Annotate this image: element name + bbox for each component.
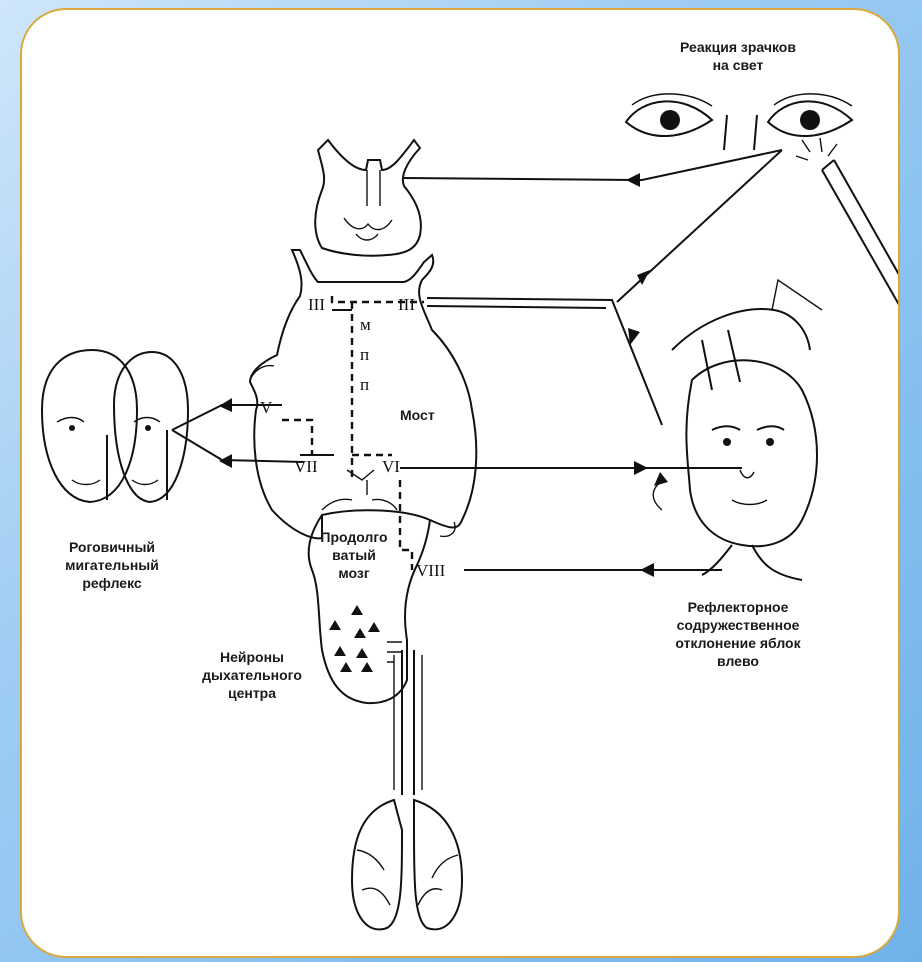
corneal-reflex-label-line1: Роговичный (69, 539, 155, 555)
resp-neurons-label-line3: центра (228, 685, 276, 701)
midbrain-shape (315, 140, 421, 256)
slide-frame: Реакция зрачков на свет Роговичный мигат… (10, 5, 912, 957)
nerve-vii-label: VII (294, 457, 318, 476)
nerve-iii-right-label: III (398, 295, 415, 314)
diagram-card: Реакция зрачков на свет Роговичный мигат… (20, 8, 900, 958)
pupil-reaction-label-line1: Реакция зрачков (680, 39, 796, 55)
eye-deviation-label-line2: содружественное (677, 617, 800, 633)
mlf-letter-3: п (360, 375, 369, 394)
pons-label: Мост (400, 407, 435, 423)
nerve-viii-label: VIII (416, 561, 446, 580)
lungs-shape (352, 650, 462, 929)
resp-neurons-label-line2: дыхательного (202, 667, 302, 683)
penlight-icon (796, 138, 900, 310)
eye-deviation-label-line4: влево (717, 653, 759, 669)
reflex-pathways-diagram: Реакция зрачков на свет Роговичный мигат… (22, 10, 900, 958)
corneal-reflex-label-line3: рефлекс (82, 575, 142, 591)
corneal-reflex-label-line2: мигательный (65, 557, 159, 573)
eye-deviation-label-line3: отклонение яблок (675, 635, 801, 651)
medulla-label-line1: Продолго (320, 529, 387, 545)
medulla-label-line3: мозг (338, 565, 369, 581)
corneal-faces-illustration (42, 350, 188, 502)
examined-head-illustration (653, 280, 822, 580)
nerve-iii-left-label: III (308, 295, 325, 314)
nerve-v-label: V (260, 398, 273, 417)
eyes-illustration (626, 94, 852, 150)
eye-deviation-label-line1: Рефлекторное (688, 599, 789, 615)
pupil-reaction-label-line2: на свет (713, 57, 764, 73)
medulla-label-line2: ватый (332, 547, 376, 563)
mlf-letter-1: м (360, 315, 371, 334)
mlf-letter-2: п (360, 345, 369, 364)
pons-shape (250, 250, 476, 538)
respiratory-neurons (329, 605, 380, 672)
resp-neurons-label-line1: Нейроны (220, 649, 284, 665)
nerve-vi-label: VI (382, 457, 400, 476)
internal-pathways (282, 296, 424, 662)
